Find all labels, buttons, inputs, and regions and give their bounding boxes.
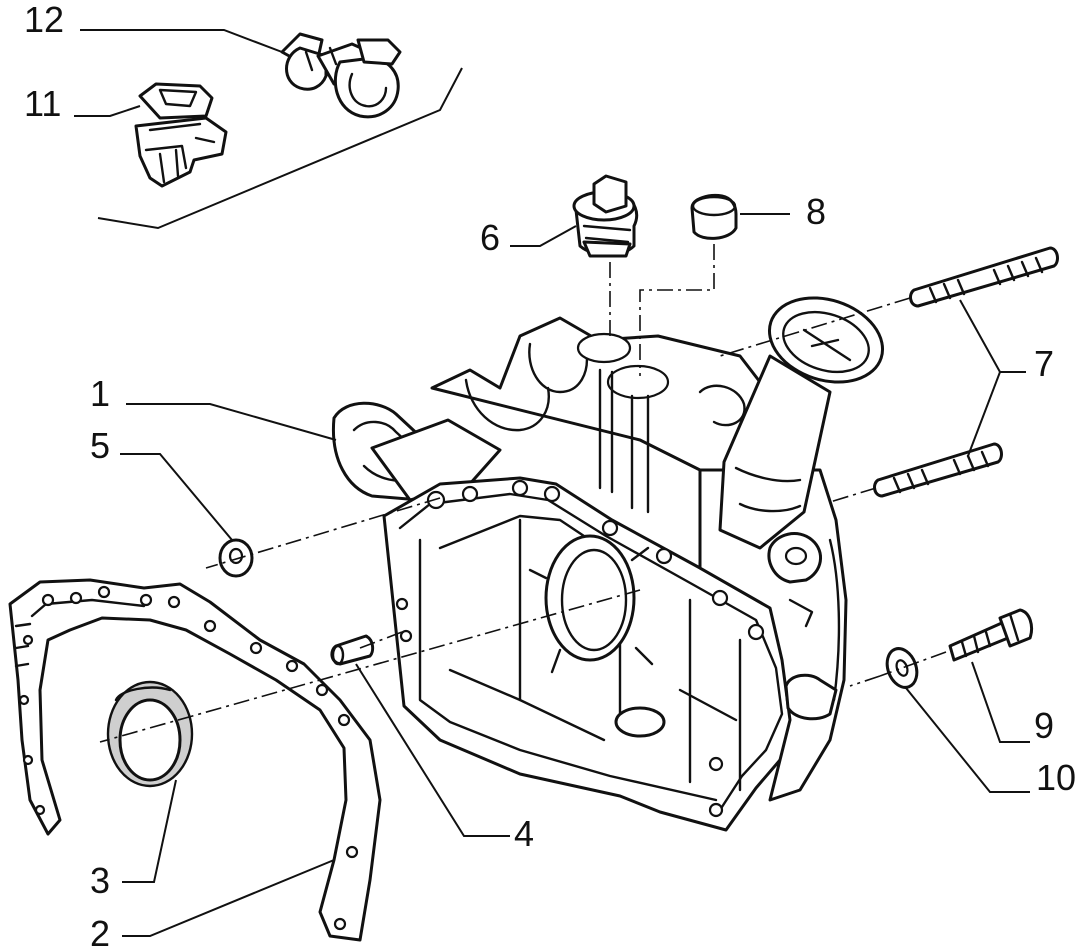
part-9-bolt[interactable] (948, 608, 1034, 662)
callout-12: 12 (24, 0, 64, 40)
callout-5: 5 (90, 425, 110, 466)
part-2-gasket[interactable] (8, 578, 382, 942)
part-8-plug[interactable] (690, 194, 738, 240)
part-7-stud-upper[interactable] (909, 246, 1059, 308)
callout-9: 9 (1034, 705, 1054, 746)
callout-2: 2 (90, 913, 110, 949)
callout-labels: 1 2 3 4 5 6 7 8 9 10 11 12 (24, 0, 1076, 949)
part-6-filler-cap[interactable] (572, 174, 639, 258)
callout-6: 6 (480, 217, 500, 258)
part-3-oil-seal[interactable] (106, 680, 194, 788)
callout-7: 7 (1034, 343, 1054, 384)
callout-8: 8 (806, 191, 826, 232)
part-10-washer[interactable] (882, 644, 922, 691)
part-11-retaining-clip[interactable] (134, 82, 228, 188)
part-7-stud-lower[interactable] (873, 442, 1003, 498)
callout-10: 10 (1036, 757, 1076, 798)
part-4-dowel-pin[interactable] (330, 634, 375, 666)
oil-filler-tube[interactable] (718, 284, 894, 550)
callout-1: 1 (90, 373, 110, 414)
part-5-washer[interactable] (218, 538, 254, 578)
inset-divider-line (97, 67, 463, 230)
assembly-axes (99, 244, 947, 743)
part-12-hose-clip[interactable] (280, 32, 402, 119)
callout-11: 11 (24, 83, 61, 124)
leader-lines (74, 29, 1030, 937)
callout-3: 3 (90, 860, 110, 901)
callout-4: 4 (514, 813, 534, 854)
